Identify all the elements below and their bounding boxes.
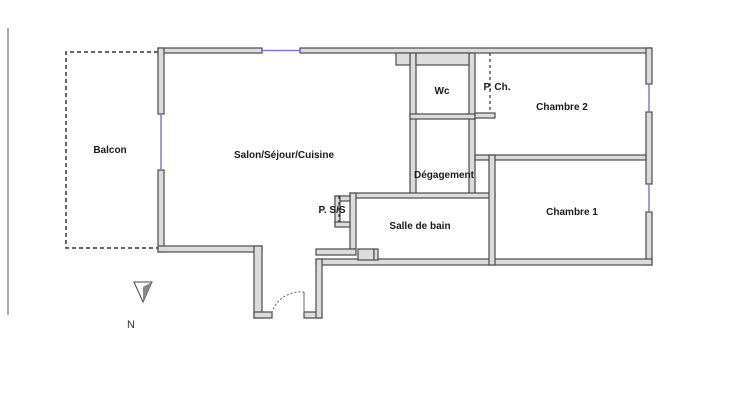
- room-label-balcon: Balcon: [93, 145, 126, 156]
- balcony-outline: [65, 51, 158, 249]
- room-label-chambre-1: Chambre 1: [546, 207, 598, 218]
- room-label-salle-de-bain: Salle de bain: [389, 221, 450, 232]
- room-label-salon: Salon/Séjour/Cuisine: [234, 150, 334, 161]
- interior-walls: [315, 52, 647, 266]
- closet-dashed-lines: [338, 53, 491, 222]
- room-label-degagement: Dégagement: [414, 170, 475, 181]
- room-label-wc: Wc: [435, 86, 450, 97]
- room-label-chambre-2: Chambre 2: [536, 102, 588, 113]
- room-label-placard-chambre: P. Ch.: [483, 82, 510, 93]
- north-arrow-icon: [133, 281, 153, 304]
- exterior-walls: [157, 47, 653, 319]
- entrance-door: [271, 291, 305, 314]
- room-label-placard-ss: P. S/S: [318, 205, 345, 216]
- north-label: N: [127, 319, 135, 331]
